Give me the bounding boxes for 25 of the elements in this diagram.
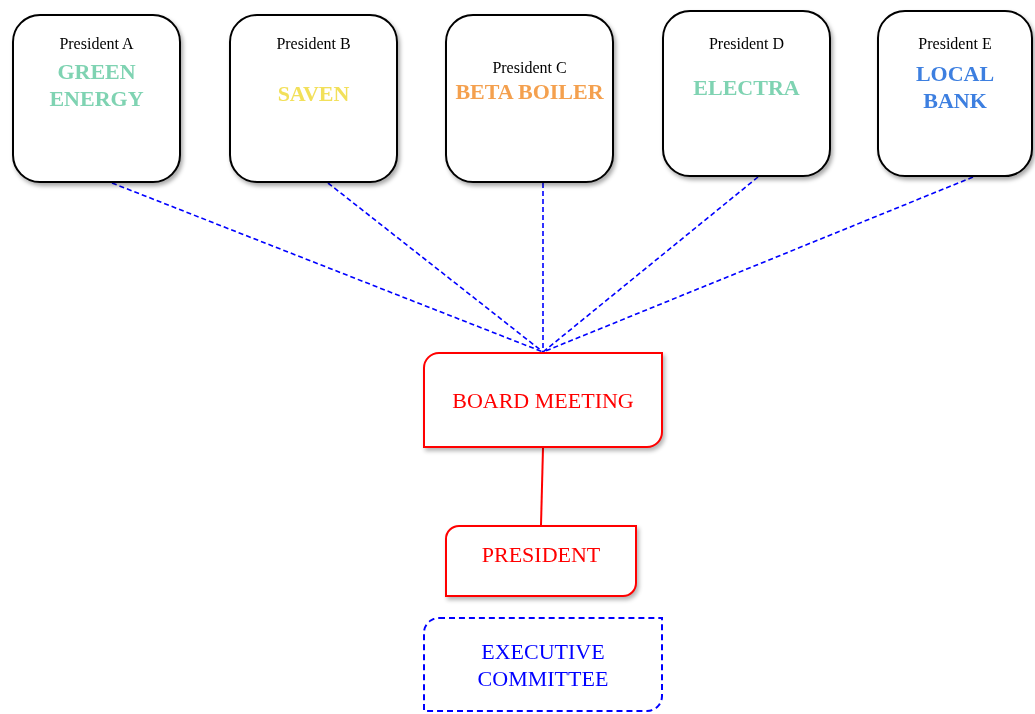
president-label: President D [708, 34, 785, 54]
company-name: GREEN ENERGY [48, 58, 145, 112]
president-box [445, 14, 614, 183]
president-label: President A [59, 34, 134, 54]
president-box [12, 14, 181, 183]
president-label: President B [276, 34, 351, 54]
box-label: BOARD MEETING [451, 386, 635, 414]
box-label: PRESIDENT [480, 541, 602, 568]
president-box [877, 10, 1033, 177]
president-label: President C [492, 58, 567, 78]
president-label: President E [918, 34, 992, 54]
company-name: LOCAL BANK [914, 60, 996, 114]
president-box [445, 525, 637, 597]
committee-box [423, 617, 663, 712]
company-name: ELECTRA [692, 74, 801, 101]
connector-line [542, 176, 759, 353]
president-box [229, 14, 398, 183]
board-meeting-box [423, 352, 663, 448]
president-box [662, 10, 831, 177]
connector-line [542, 182, 544, 353]
connector-line [540, 447, 544, 526]
box-label: EXECUTIVE COMMITTEE [476, 637, 610, 692]
connector-line [111, 182, 544, 353]
company-name: SAVEN [276, 80, 351, 107]
company-name: BETA BOILER [454, 78, 605, 105]
